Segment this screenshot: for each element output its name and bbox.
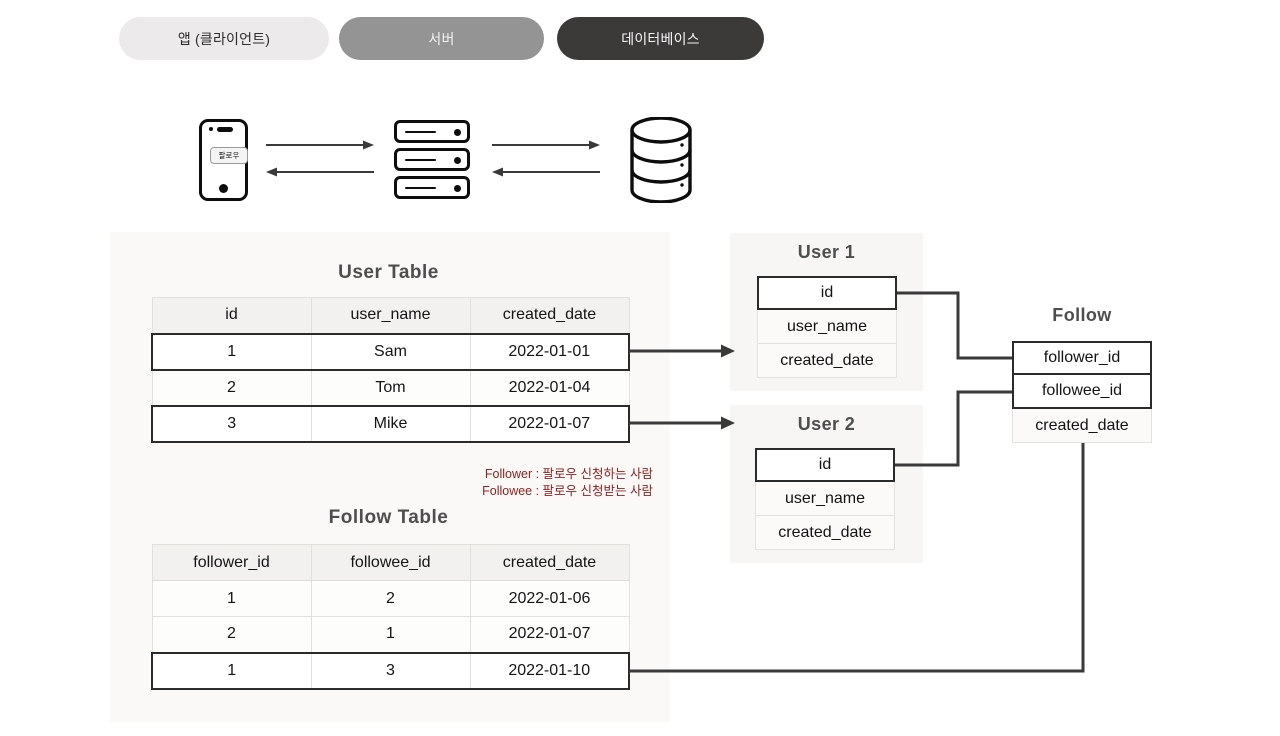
user-2-field-user_name-label: user_name — [784, 489, 866, 507]
server-slot-line-icon — [405, 130, 436, 134]
user-1-field-id[interactable]: id — [757, 276, 897, 310]
user-table-row[interactable]: 2 Tom 2022-01-04 — [151, 369, 630, 406]
arrow-app-to-server — [266, 139, 374, 151]
follow-field-follower_id-label: follower_id — [1043, 349, 1121, 366]
user-table-header-row: id user_name created_date — [151, 297, 630, 334]
user-1-field-created_date[interactable]: created_date — [757, 344, 897, 378]
user-2-field-created_date[interactable]: created_date — [755, 516, 895, 550]
follow-table-cell-created_date: 2022-01-07 — [469, 616, 630, 653]
followee-note-line: Followee : 팔로우 신청받는 사람 — [482, 484, 653, 498]
phone-follow-button[interactable]: 팔로우 — [210, 147, 248, 164]
follow-table-cell-follower_id: 1 — [151, 580, 312, 617]
follow-field-followee_id-label: followee_id — [1041, 382, 1123, 399]
follow-table: follower_id followee_id created_date 1 2… — [151, 544, 630, 690]
follow-table-cell-created_date: 2022-01-06 — [469, 580, 630, 617]
follow-table-cell-follower_id: 1 — [151, 651, 312, 690]
user-2-entity-box: id user_name created_date — [755, 448, 895, 550]
follow-field-created_date[interactable]: created_date — [1012, 409, 1152, 443]
follower-definition-note: Follower : 팔로우 신청하는 사람 Followee : 팔로우 신청… — [405, 466, 653, 500]
user-table-cell-created_date: 2022-01-04 — [469, 369, 630, 406]
follow-field-followee_id[interactable]: followee_id — [1012, 375, 1152, 409]
user-1-entity-box: id user_name created_date — [757, 276, 897, 378]
follow-table-row[interactable]: 1 2 2022-01-06 — [151, 580, 630, 617]
follow-table-cell-follower_id: 2 — [151, 616, 312, 653]
arrow-server-to-app — [266, 166, 374, 178]
user-table-row[interactable]: 3 Mike 2022-01-07 — [151, 404, 630, 443]
follow-table-title: Follow Table — [328, 507, 449, 528]
follower-note-line: Follower : 팔로우 신청하는 사람 — [484, 467, 653, 481]
server-slot-line-icon — [405, 186, 436, 190]
user-1-field-user_name-label: user_name — [786, 317, 868, 335]
follow-field-follower_id[interactable]: follower_id — [1012, 341, 1152, 375]
legend-pill-server[interactable]: 서버 — [339, 17, 544, 60]
follow-entity-title: Follow — [1052, 305, 1112, 325]
follow-table-header-row: follower_id followee_id created_date — [151, 544, 630, 581]
user-table-title: User Table — [338, 262, 439, 283]
user-table-row[interactable]: 1 Sam 2022-01-01 — [151, 332, 630, 371]
user-2-field-user_name[interactable]: user_name — [755, 482, 895, 516]
server-rack-icon — [394, 120, 470, 200]
user-2-title: User 2 — [797, 414, 856, 434]
user-table-cell-id: 2 — [151, 369, 312, 406]
server-led-icon — [454, 184, 461, 192]
user-2-field-id[interactable]: id — [755, 448, 895, 482]
user-table-col-user_name: user_name — [310, 297, 471, 334]
server-unit — [394, 176, 470, 199]
follow-table-col-created_date: created_date — [469, 544, 630, 581]
phone-home-button-icon — [219, 184, 228, 193]
phone-camera-dot-icon — [209, 127, 213, 131]
server-led-icon — [454, 156, 461, 164]
user-2-field-id-label: id — [818, 456, 832, 473]
phone-speaker-bar-icon — [217, 127, 233, 132]
legend-pill-server-label: 서버 — [428, 30, 455, 47]
user-table-cell-created_date: 2022-01-07 — [469, 404, 630, 443]
server-unit — [394, 120, 470, 143]
follow-table-row[interactable]: 2 1 2022-01-07 — [151, 616, 630, 653]
legend-pill-database[interactable]: 데이터베이스 — [557, 17, 764, 60]
phone-follow-button-label: 팔로우 — [218, 151, 240, 160]
arrow-database-to-server — [492, 166, 600, 178]
legend-pill-database-label: 데이터베이스 — [621, 30, 700, 47]
follow-table-cell-followee_id: 1 — [310, 616, 471, 653]
legend-pill-app[interactable]: 앱 (클라이언트) — [119, 17, 329, 60]
follow-table-cell-followee_id: 2 — [310, 580, 471, 617]
smartphone-icon: 팔로우 — [199, 119, 248, 201]
follow-table-cell-created_date: 2022-01-10 — [469, 651, 630, 690]
follow-table-row[interactable]: 1 3 2022-01-10 — [151, 651, 630, 690]
server-led-icon — [454, 128, 461, 136]
follow-table-cell-followee_id: 3 — [310, 651, 471, 690]
user-1-field-id-label: id — [820, 284, 834, 301]
user-table-cell-created_date: 2022-01-01 — [469, 332, 630, 371]
user-table-col-id: id — [151, 297, 312, 334]
user-1-title: User 1 — [797, 242, 856, 262]
user-table-cell-user_name: Tom — [310, 369, 471, 406]
arrow-server-to-database — [492, 139, 600, 151]
follow-table-col-followee_id: followee_id — [310, 544, 471, 581]
server-slot-line-icon — [405, 158, 436, 162]
user-table-cell-id: 1 — [151, 332, 312, 371]
legend-pill-app-label: 앱 (클라이언트) — [177, 30, 271, 47]
user-1-field-created_date-label: created_date — [780, 351, 874, 369]
server-unit — [394, 148, 470, 171]
user-1-field-user_name[interactable]: user_name — [757, 310, 897, 344]
user-table-cell-user_name: Sam — [310, 332, 471, 371]
user-2-field-created_date-label: created_date — [778, 523, 872, 541]
user-table-cell-id: 3 — [151, 404, 312, 443]
database-cylinder-icon — [629, 117, 693, 203]
user-table-cell-user_name: Mike — [310, 404, 471, 443]
user-table-col-created_date: created_date — [469, 297, 630, 334]
user-table: id user_name created_date 1 Sam 2022-01-… — [151, 297, 630, 443]
follow-table-col-follower_id: follower_id — [151, 544, 312, 581]
follow-entity-box: follower_id followee_id created_date — [1012, 341, 1152, 443]
follow-field-created_date-label: created_date — [1035, 416, 1129, 434]
